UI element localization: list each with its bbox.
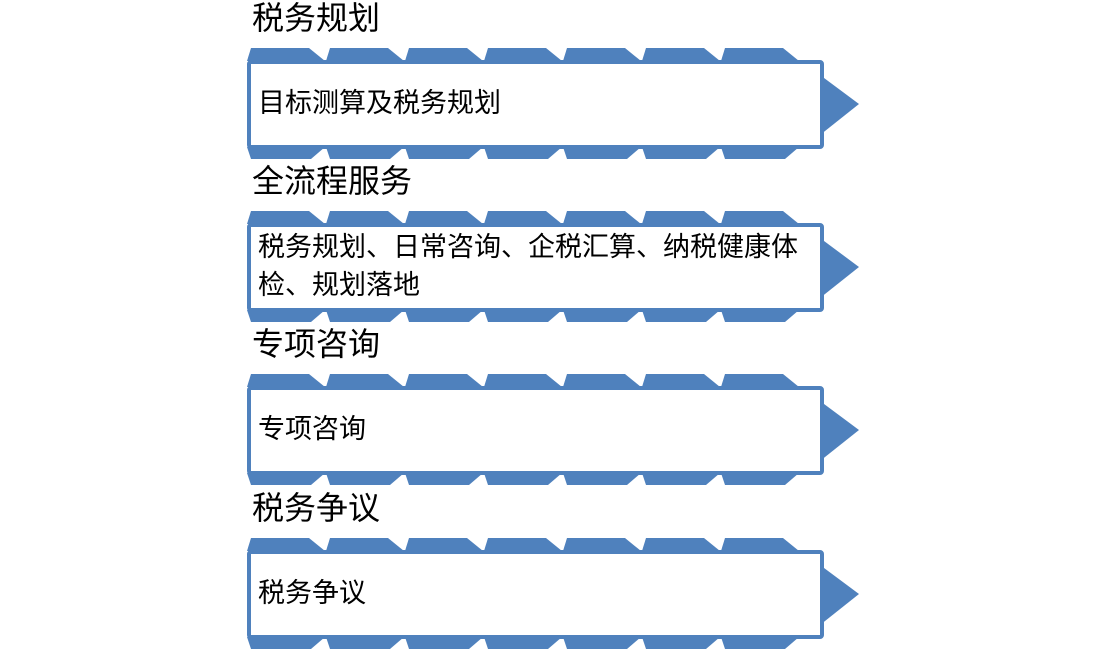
bottom-notch-segment xyxy=(484,147,562,159)
stage-row-0: 目标测算及税务规划 xyxy=(245,47,865,162)
top-notch-segment xyxy=(563,211,641,224)
bottom-notch-segment xyxy=(326,473,404,485)
top-notch-segment xyxy=(484,538,562,551)
bottom-notch-segment xyxy=(247,147,325,159)
top-notch-segment xyxy=(484,48,562,61)
stage-content-1: 税务规划、日常咨询、企税汇算、纳税健康体检、规划落地 xyxy=(258,232,798,301)
bottom-notch-segment xyxy=(642,147,720,159)
bottom-notch-segment xyxy=(405,473,483,485)
stage-title-2: 专项咨询 xyxy=(252,325,381,363)
bottom-notch-segment xyxy=(563,147,641,159)
top-notch-segment xyxy=(642,211,720,224)
content-box xyxy=(247,386,824,475)
bottom-notch-segment xyxy=(721,473,799,485)
top-notch-segment xyxy=(405,48,483,61)
chevron-shape xyxy=(247,48,859,159)
stage-content-2: 专项咨询 xyxy=(258,414,366,445)
top-notch-segment xyxy=(484,211,562,224)
stage-title-0: 税务规划 xyxy=(252,0,381,37)
bottom-notch-segment xyxy=(247,310,325,322)
bottom-notch-segment xyxy=(642,310,720,322)
content-box xyxy=(247,550,824,639)
top-notch-segment xyxy=(563,48,641,61)
bottom-notch-segment xyxy=(326,147,404,159)
top-notch-segment xyxy=(247,538,325,551)
arrow-tip xyxy=(820,565,859,625)
bottom-notch-segment xyxy=(642,473,720,485)
top-notch-segment xyxy=(642,374,720,387)
top-notch-segment xyxy=(721,374,799,387)
top-notch-segment xyxy=(326,48,404,61)
top-notch-segment xyxy=(247,211,325,224)
top-notch-segment xyxy=(642,538,720,551)
bottom-notch-segment xyxy=(721,147,799,159)
stage-row-2: 专项咨询 xyxy=(245,373,865,488)
top-notch-segment xyxy=(405,374,483,387)
arrow-tip xyxy=(820,401,859,461)
top-notch-segment xyxy=(642,48,720,61)
stage-row-3: 税务争议 xyxy=(245,537,865,652)
arrow-tip xyxy=(820,238,859,298)
bottom-notch-segment xyxy=(247,473,325,485)
top-notch-segment xyxy=(563,538,641,551)
top-notch-segment xyxy=(405,211,483,224)
stage-content-0: 目标测算及税务规划 xyxy=(258,88,501,119)
bottom-notch-segment xyxy=(484,310,562,322)
content-box xyxy=(247,223,824,312)
chevron-shape xyxy=(247,211,859,322)
top-notch-segment xyxy=(484,374,562,387)
stage-content-3: 税务争议 xyxy=(258,578,366,609)
top-notch-segment xyxy=(405,538,483,551)
stage-row-1: 税务规划、日常咨询、企税汇算、纳税健康体检、规划落地 xyxy=(245,210,865,325)
top-notch-segment xyxy=(247,48,325,61)
arrow-tip xyxy=(820,75,859,135)
bottom-notch-segment xyxy=(326,310,404,322)
stage-title-1: 全流程服务 xyxy=(252,162,413,200)
chevron-shape xyxy=(247,374,859,485)
bottom-notch-segment xyxy=(721,310,799,322)
top-notch-segment xyxy=(247,374,325,387)
top-notch-segment xyxy=(721,211,799,224)
stage-title-3: 税务争议 xyxy=(252,489,381,527)
bottom-notch-segment xyxy=(484,473,562,485)
top-notch-segment xyxy=(326,374,404,387)
top-notch-segment xyxy=(721,538,799,551)
content-box xyxy=(247,60,824,149)
top-notch-segment xyxy=(326,211,404,224)
top-notch-segment xyxy=(563,374,641,387)
bottom-notch-segment xyxy=(405,147,483,159)
bottom-notch-segment xyxy=(563,310,641,322)
top-notch-segment xyxy=(721,48,799,61)
bottom-notch-segment xyxy=(563,473,641,485)
top-notch-segment xyxy=(326,538,404,551)
bottom-notch-segment xyxy=(405,310,483,322)
